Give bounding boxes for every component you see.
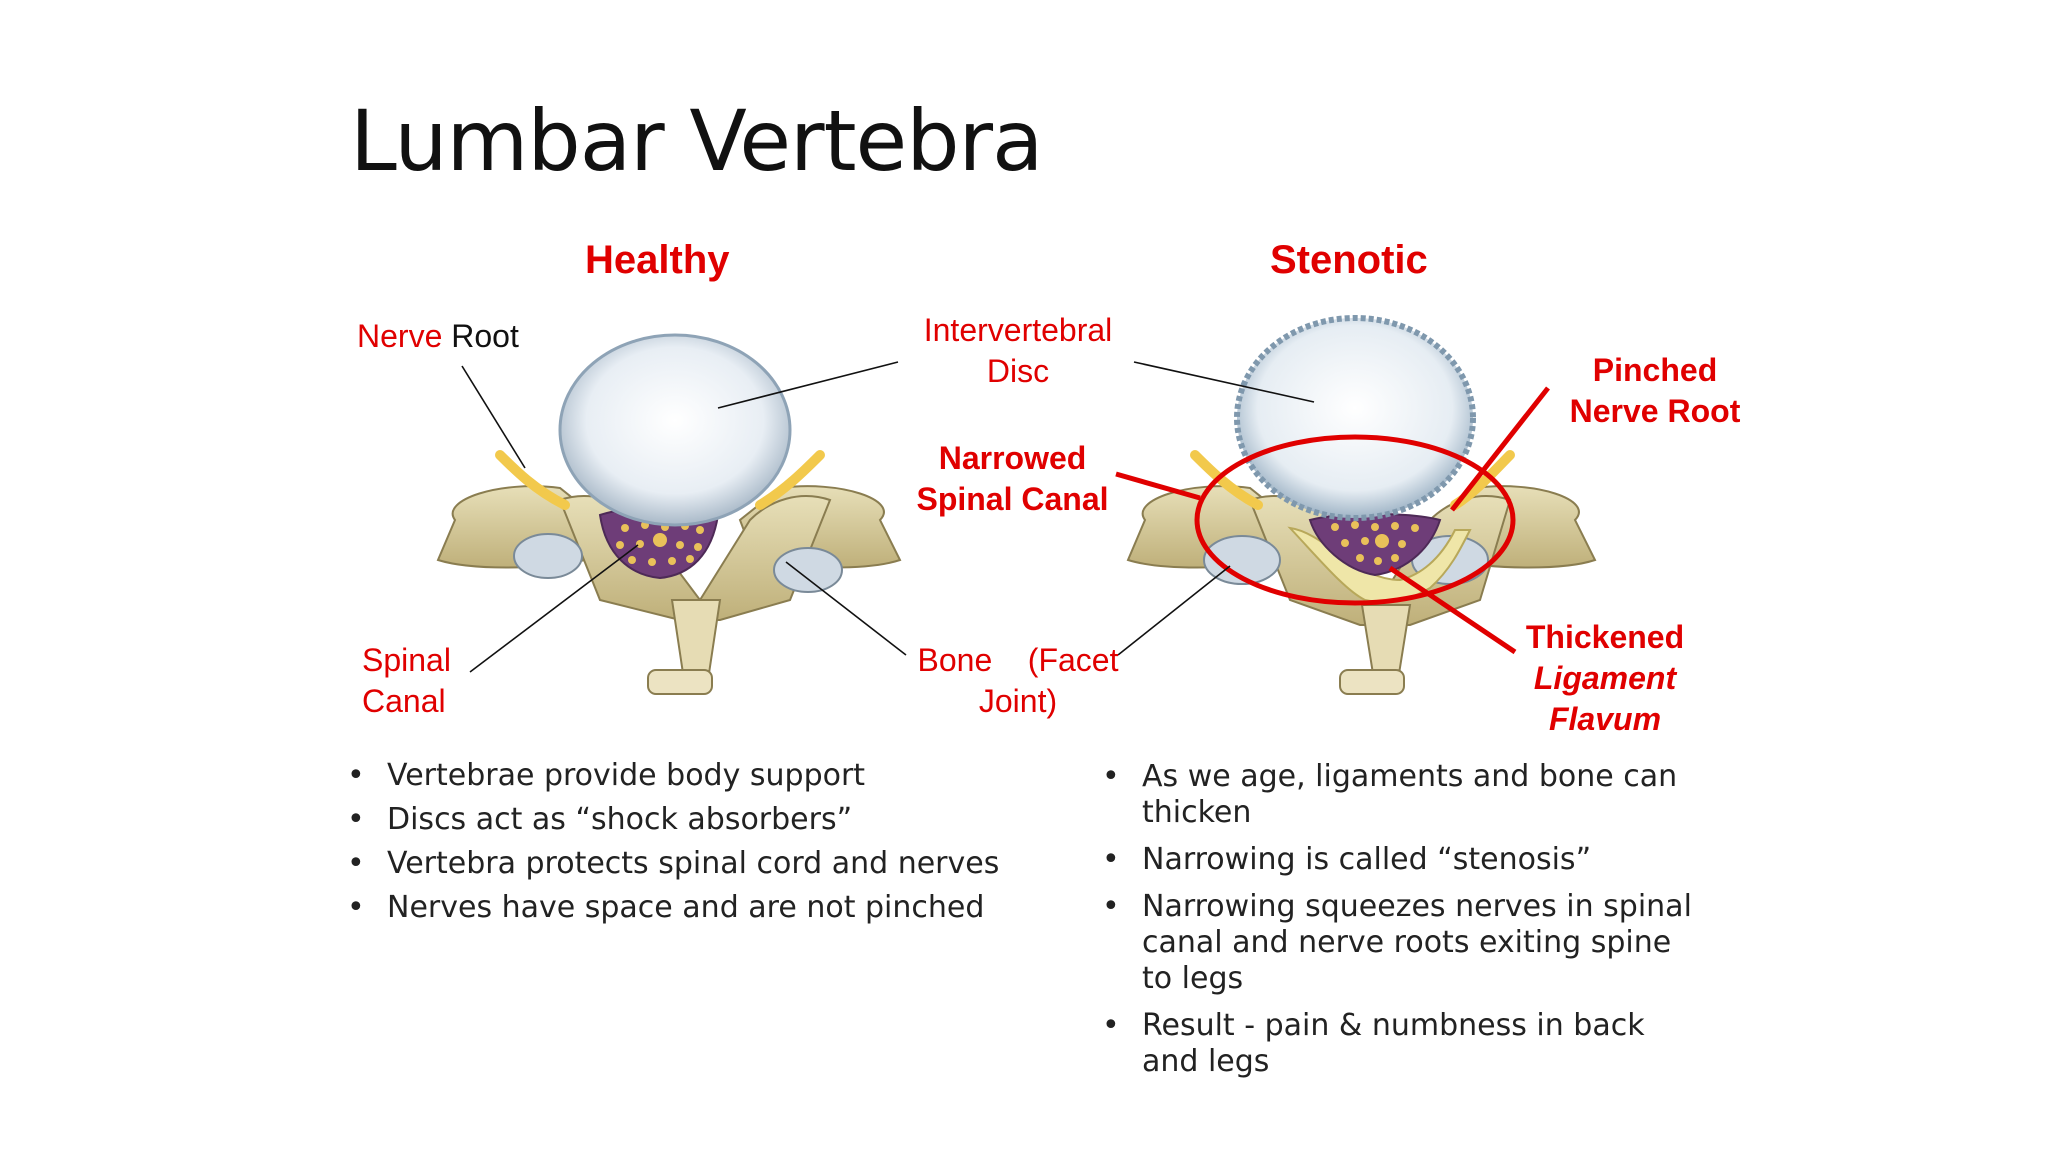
- healthy-facet-left: [513, 533, 583, 579]
- leader-intervertebral-disc-left: [717, 361, 899, 409]
- leader-nerve-root: [461, 365, 526, 469]
- label-spinal-canal-line1: Spinal: [362, 642, 451, 678]
- healthy-spinous-process: [670, 599, 722, 681]
- healthy-nerve-root-right: [755, 450, 825, 510]
- leader-bone-facet: [785, 561, 907, 656]
- stenotic-vertebra: [1126, 315, 1597, 695]
- stenotic-bullet-3: Narrowing squeezes nerves in spinal cana…: [1102, 889, 1702, 997]
- label-narrowed-line1: Narrowed: [938, 440, 1087, 476]
- healthy-canal-dots: [616, 521, 704, 566]
- red-leader-lines: [1115, 386, 1550, 655]
- healthy-bullet-3: Vertebra protects spinal cord and nerves: [347, 846, 1047, 882]
- label-pinched-nerve-root: Pinched Nerve Root: [1550, 350, 1760, 432]
- healthy-bullet-4: Nerves have space and are not pinched: [347, 890, 1047, 926]
- healthy-disc: [558, 333, 792, 527]
- label-pinched-line2: Nerve Root: [1569, 393, 1741, 429]
- heading-healthy: Healthy: [585, 238, 730, 282]
- stenotic-disc: [1234, 315, 1476, 521]
- healthy-bullet-1: Vertebrae provide body support: [347, 758, 1047, 794]
- label-thickened-ligament-flavum: Thickened Ligament Flavum: [1515, 617, 1695, 740]
- label-pinched-line1: Pinched: [1592, 352, 1718, 388]
- leader-intervertebral-disc-right: [1133, 361, 1315, 403]
- stenotic-spinous-tip: [1339, 669, 1405, 695]
- healthy-vertebra: [436, 333, 902, 695]
- leader-facet-stenotic: [1117, 565, 1231, 656]
- label-intervertebral-line1: Intervertebral: [923, 312, 1113, 348]
- leader-narrowed-canal: [1115, 471, 1201, 501]
- healthy-facet-right: [773, 547, 843, 593]
- healthy-bullet-2: Discs act as “shock absorbers”: [347, 802, 1047, 838]
- slide-title: Lumbar Vertebra: [350, 92, 1044, 190]
- leader-spinal-canal: [469, 544, 639, 673]
- label-spinal-canal-line2: Canal: [362, 683, 446, 719]
- label-thickened-line1: Thickened: [1525, 619, 1685, 655]
- label-nerve-root-black: Root: [451, 318, 519, 354]
- stenotic-bullet-4: Result - pain & numbness in back and leg…: [1102, 1008, 1702, 1080]
- healthy-nerve-root-left: [495, 450, 570, 510]
- healthy-spinous-tip: [647, 669, 713, 695]
- stenotic-bullet-2: Narrowing is called “stenosis”: [1102, 842, 1702, 878]
- stenotic-nerve-root-left: [1190, 450, 1263, 510]
- label-intervertebral-line2: Disc: [986, 353, 1050, 389]
- stenotic-bullet-1: As we age, ligaments and bone can thicke…: [1102, 759, 1702, 831]
- label-narrowed-line2: Spinal Canal: [916, 481, 1109, 517]
- healthy-bullet-list: Vertebrae provide body support Discs act…: [347, 758, 1047, 934]
- leader-thickened-ligament: [1388, 565, 1517, 655]
- label-thickened-line3: Flavum: [1548, 701, 1662, 737]
- label-nerve-root: Nerve Root: [357, 316, 519, 357]
- label-thickened-line2: Ligament: [1533, 660, 1677, 696]
- black-leader-lines: [461, 361, 1315, 673]
- label-nerve-root-red: Nerve: [357, 318, 443, 354]
- label-narrowed-spinal-canal: Narrowed Spinal Canal: [905, 438, 1120, 520]
- stenotic-highlight-ellipse: [1194, 434, 1516, 606]
- label-spinal-canal: Spinal Canal: [362, 640, 451, 722]
- label-bone-facet-line2: Joint): [978, 683, 1058, 719]
- leader-pinched-nerve-root: [1450, 386, 1550, 512]
- label-intervertebral-disc: Intervertebral Disc: [918, 310, 1118, 392]
- label-bone-facet-joint: Bone (Facet Joint): [908, 640, 1128, 722]
- stenotic-spinous-process: [1360, 604, 1412, 681]
- stenotic-canal-dots: [1331, 521, 1419, 565]
- label-bone-facet-line1: Bone (Facet: [917, 642, 1119, 678]
- heading-stenotic: Stenotic: [1270, 238, 1428, 282]
- stenotic-bullet-list: As we age, ligaments and bone can thicke…: [1102, 759, 1702, 1091]
